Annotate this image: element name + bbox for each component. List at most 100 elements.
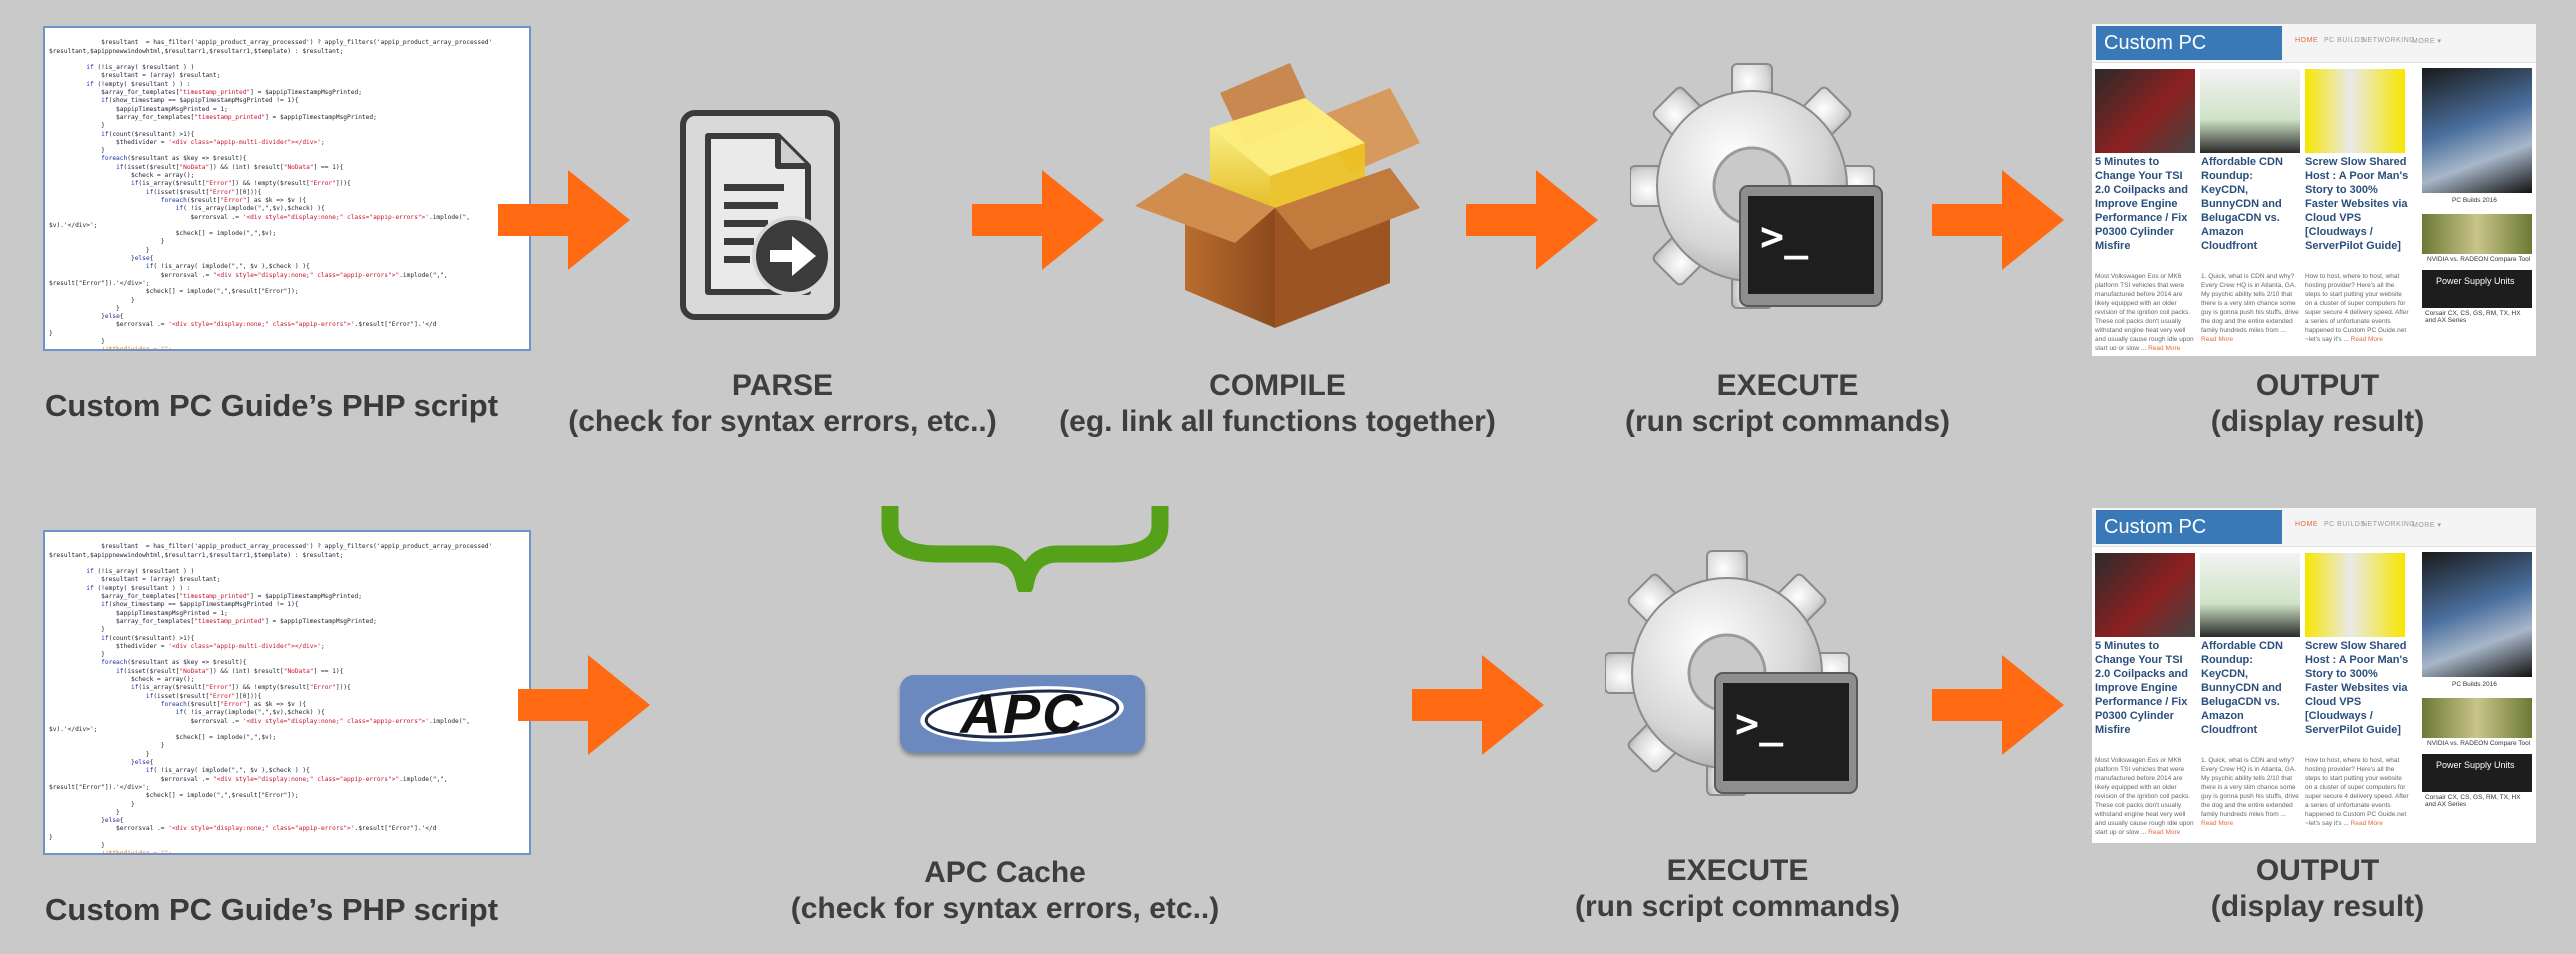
terminal-prompt: >_ [1760,214,1809,260]
sidebar-pc-image [2422,68,2532,193]
sidebar-label: Corsair CX, CS, GS, RM, TX, HX and AX Se… [2425,794,2521,808]
site-nav-home: HOME [2295,521,2318,528]
website-output-screenshot: Custom PC Guide.net HOME PC BUILDS NETWO… [2092,24,2536,356]
step-subtitle: (eg. link all functions together) [1059,405,1496,438]
step-title: OUTPUT [2255,369,2380,402]
site-nav-pc-builds: PC BUILDS [2324,37,2366,44]
site-header: Custom PC Guide.net HOME PC BUILDS NETWO… [2092,508,2536,572]
step-subtitle: (run script commands) [1574,890,1901,923]
article-thumbnail [2095,69,2195,153]
article-excerpt-text: 1. Quick, what is CDN and why? Every Cre… [2201,757,2299,818]
site-nav-home: HOME [2295,37,2318,44]
arrow-right-icon [1412,655,1544,755]
read-more-link[interactable]: Read More [2201,336,2234,343]
article-excerpt: 1. Quick, what is CDN and why? Every Cre… [2201,272,2301,350]
article-excerpt: How to host, where to host, what hosting… [2305,272,2409,350]
site-nav-pc-builds: PC BUILDS [2324,521,2366,528]
article-excerpt-text: Most Volkswagen Eos or MK6 platform TSI … [2095,757,2194,836]
site-nav-networking: NETWORKING [2362,37,2416,44]
sidebar-label: Power Supply Units [2436,276,2515,286]
article-thumbnail [2095,553,2195,637]
arrow-right-icon [1932,655,2064,755]
step-title: PARSE [731,369,834,402]
arrow-right-icon [1932,170,2064,270]
output-step-caption: OUTPUT (display result) [2120,853,2515,925]
article-title: Affordable CDN Roundup: KeyCDN, BunnyCDN… [2201,640,2283,736]
step-subtitle: (check for syntax errors, etc..) [568,405,997,438]
parse-document-icon [680,110,840,320]
article-thumbnail [2305,553,2405,637]
article-title: 5 Minutes to Change Your TSI 2.0 Coilpac… [2095,640,2188,736]
article-excerpt: Most Volkswagen Eos or MK6 platform TSI … [2095,272,2197,350]
site-nav-more: MORE ▾ [2412,522,2442,529]
php-script-caption: Custom PC Guide’s PHP script [45,388,499,423]
article-excerpt-text: How to host, where to host, what hosting… [2305,757,2409,827]
read-more-link[interactable]: Read More [2201,820,2234,827]
sidebar-label: NVIDIA vs. RADEON Compare Tool [2427,740,2531,747]
step-subtitle: (display result) [2210,890,2425,923]
step-subtitle: (display result) [2210,405,2425,438]
read-more-link[interactable]: Read More [2350,820,2383,827]
article-title: Screw Slow Shared Host : A Poor Man's St… [2305,156,2409,252]
compile-step-caption: COMPILE (eg. link all functions together… [1045,368,1510,440]
article-excerpt: 1. Quick, what is CDN and why? Every Cre… [2201,756,2301,836]
apc-logo-mark [920,686,1124,742]
sidebar-psu-image [2422,754,2532,792]
php-script-caption: Custom PC Guide’s PHP script [45,892,499,927]
output-step-caption: OUTPUT (display result) [2120,368,2515,440]
site-header: Custom PC Guide.net HOME PC BUILDS NETWO… [2092,24,2536,88]
step-subtitle: (run script commands) [1624,405,1951,438]
curly-brace-icon [881,506,1169,592]
site-nav-networking: NETWORKING [2362,521,2416,528]
apc-logo-text: APC [960,682,1085,745]
read-more-link[interactable]: Read More [2148,829,2181,836]
arrow-right-icon [972,170,1104,270]
site-brand: Custom PC Guide.net [2096,510,2282,572]
site-nav-more: MORE ▾ [2412,38,2442,45]
step-title: EXECUTE [1716,369,1859,402]
sidebar-label: Power Supply Units [2436,760,2515,770]
sidebar-label: NVIDIA vs. RADEON Compare Tool [2427,256,2531,263]
read-more-link[interactable]: Read More [2148,345,2181,350]
execute-step-caption: EXECUTE (run script commands) [1540,853,1935,925]
step-title: EXECUTE [1666,854,1809,887]
sidebar-label: Corsair CX, CS, GS, RM, TX, HX and AX Se… [2425,310,2521,324]
arrow-right-icon [1466,170,1598,270]
article-thumbnail [2305,69,2405,153]
article-thumbnail [2200,69,2300,153]
php-code-panel: $resultant = has_filter('appip_product_a… [43,530,531,855]
execute-step-caption: EXECUTE (run script commands) [1580,368,1995,440]
article-excerpt: How to host, where to host, what hosting… [2305,756,2409,836]
arrow-right-icon [498,170,630,270]
article-title: Affordable CDN Roundup: KeyCDN, BunnyCDN… [2201,156,2283,252]
apc-logo: APC [900,675,1145,753]
sidebar-gpu-image [2422,214,2532,254]
article-title: Screw Slow Shared Host : A Poor Man's St… [2305,640,2409,736]
step-subtitle: (check for syntax errors, etc..) [790,892,1220,925]
article-thumbnail [2200,553,2300,637]
sidebar-psu-image [2422,270,2532,308]
execute-gear-terminal-icon: >_ [1630,63,1883,309]
arrow-right-icon [518,655,650,755]
article-excerpt-text: 1. Quick, what is CDN and why? Every Cre… [2201,273,2299,334]
sidebar-label: PC Builds 2016 [2452,681,2497,688]
step-title: OUTPUT [2255,854,2380,887]
article-title: 5 Minutes to Change Your TSI 2.0 Coilpac… [2095,156,2188,252]
sidebar-pc-image [2422,552,2532,677]
article-excerpt-text: How to host, where to host, what hosting… [2305,273,2409,343]
read-more-link[interactable]: Read More [2350,336,2383,343]
apc-cache-step-caption: APC Cache (check for syntax errors, etc.… [770,855,1240,927]
parse-step-caption: PARSE (check for syntax errors, etc..) [555,368,1010,440]
step-title: COMPILE [1209,369,1346,402]
terminal-prompt: >_ [1735,701,1784,747]
article-excerpt-text: Most Volkswagen Eos or MK6 platform TSI … [2095,273,2194,350]
sidebar-label: PC Builds 2016 [2452,197,2497,204]
execute-gear-terminal-icon: >_ [1605,550,1858,796]
step-title: APC Cache [924,856,1086,889]
article-excerpt: Most Volkswagen Eos or MK6 platform TSI … [2095,756,2197,836]
compile-box-icon [1135,63,1420,328]
website-output-screenshot: Custom PC Guide.net HOME PC BUILDS NETWO… [2092,508,2536,843]
site-brand: Custom PC Guide.net [2096,26,2282,88]
sidebar-gpu-image [2422,698,2532,738]
php-code-panel: $resultant = has_filter('appip_product_a… [43,26,531,351]
